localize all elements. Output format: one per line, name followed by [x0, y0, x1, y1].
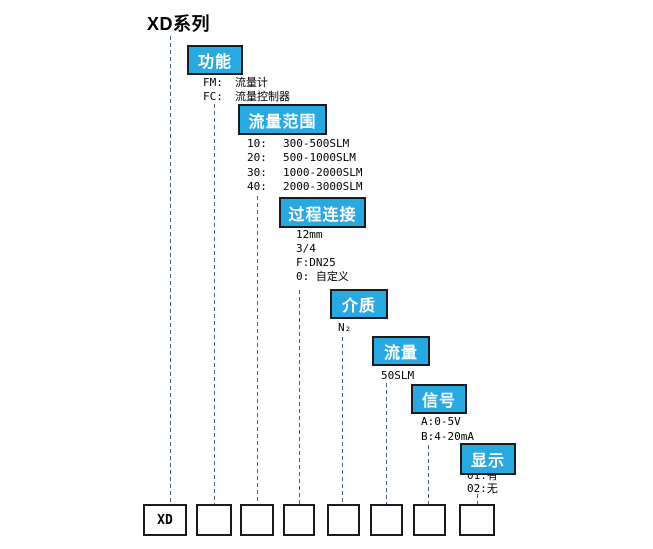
- dashed-connector-process-connection: [299, 290, 300, 504]
- group-box-process-connection: 过程连接: [279, 197, 366, 228]
- option-desc: 流量计: [235, 76, 268, 89]
- model-cell-blank-display: [459, 504, 495, 536]
- group-box-signal: 信号: [411, 384, 467, 414]
- option-code: F:DN25: [296, 256, 336, 269]
- option-code: FM:: [203, 76, 223, 89]
- option-code: 12mm: [296, 228, 323, 241]
- option-code: 40:: [247, 180, 267, 193]
- option-code: 10:: [247, 137, 267, 150]
- page-title: XD系列: [147, 14, 211, 34]
- option-code: 02:无: [467, 482, 498, 495]
- dashed-connector-function: [214, 104, 215, 504]
- model-cell-blank-flow-range: [240, 504, 274, 536]
- group-box-flow: 流量: [372, 336, 430, 366]
- option-code: A:0-5V: [421, 415, 461, 428]
- option-code: B:4-20mA: [421, 430, 474, 443]
- model-cell-blank-medium: [327, 504, 360, 536]
- option-desc: 300-500SLM: [283, 137, 350, 150]
- dashed-connector-flow-range: [257, 196, 258, 504]
- dashed-connector-medium: [342, 337, 343, 504]
- model-cell-blank-signal: [413, 504, 446, 536]
- dashed-connector-signal: [428, 445, 429, 504]
- model-cell-prefix: XD: [143, 504, 187, 536]
- option-desc: 流量控制器: [235, 90, 290, 103]
- group-box-display: 显示: [460, 443, 516, 475]
- model-cell-blank-function: [196, 504, 232, 536]
- dashed-connector-flow: [386, 383, 387, 504]
- option-desc: 2000-3000SLM: [283, 180, 363, 193]
- option-code: FC:: [203, 90, 223, 103]
- dashed-connector-display: [477, 494, 478, 504]
- model-cell-blank-process-connection: [283, 504, 315, 536]
- dashed-connector-series: [170, 36, 171, 504]
- option-code: 50SLM: [381, 369, 415, 382]
- option-code: 3/4: [296, 242, 316, 255]
- group-box-function: 功能: [187, 45, 243, 75]
- option-desc: 1000-2000SLM: [283, 166, 363, 179]
- group-box-flow-range: 流量范围: [238, 104, 327, 135]
- option-desc: 500-1000SLM: [283, 151, 356, 164]
- option-code: N₂: [338, 321, 352, 334]
- option-code: 30:: [247, 166, 267, 179]
- model-cell-blank-flow: [370, 504, 403, 536]
- option-code: 0: 自定义: [296, 270, 349, 283]
- group-box-medium: 介质: [330, 289, 388, 319]
- option-code: 20:: [247, 151, 267, 164]
